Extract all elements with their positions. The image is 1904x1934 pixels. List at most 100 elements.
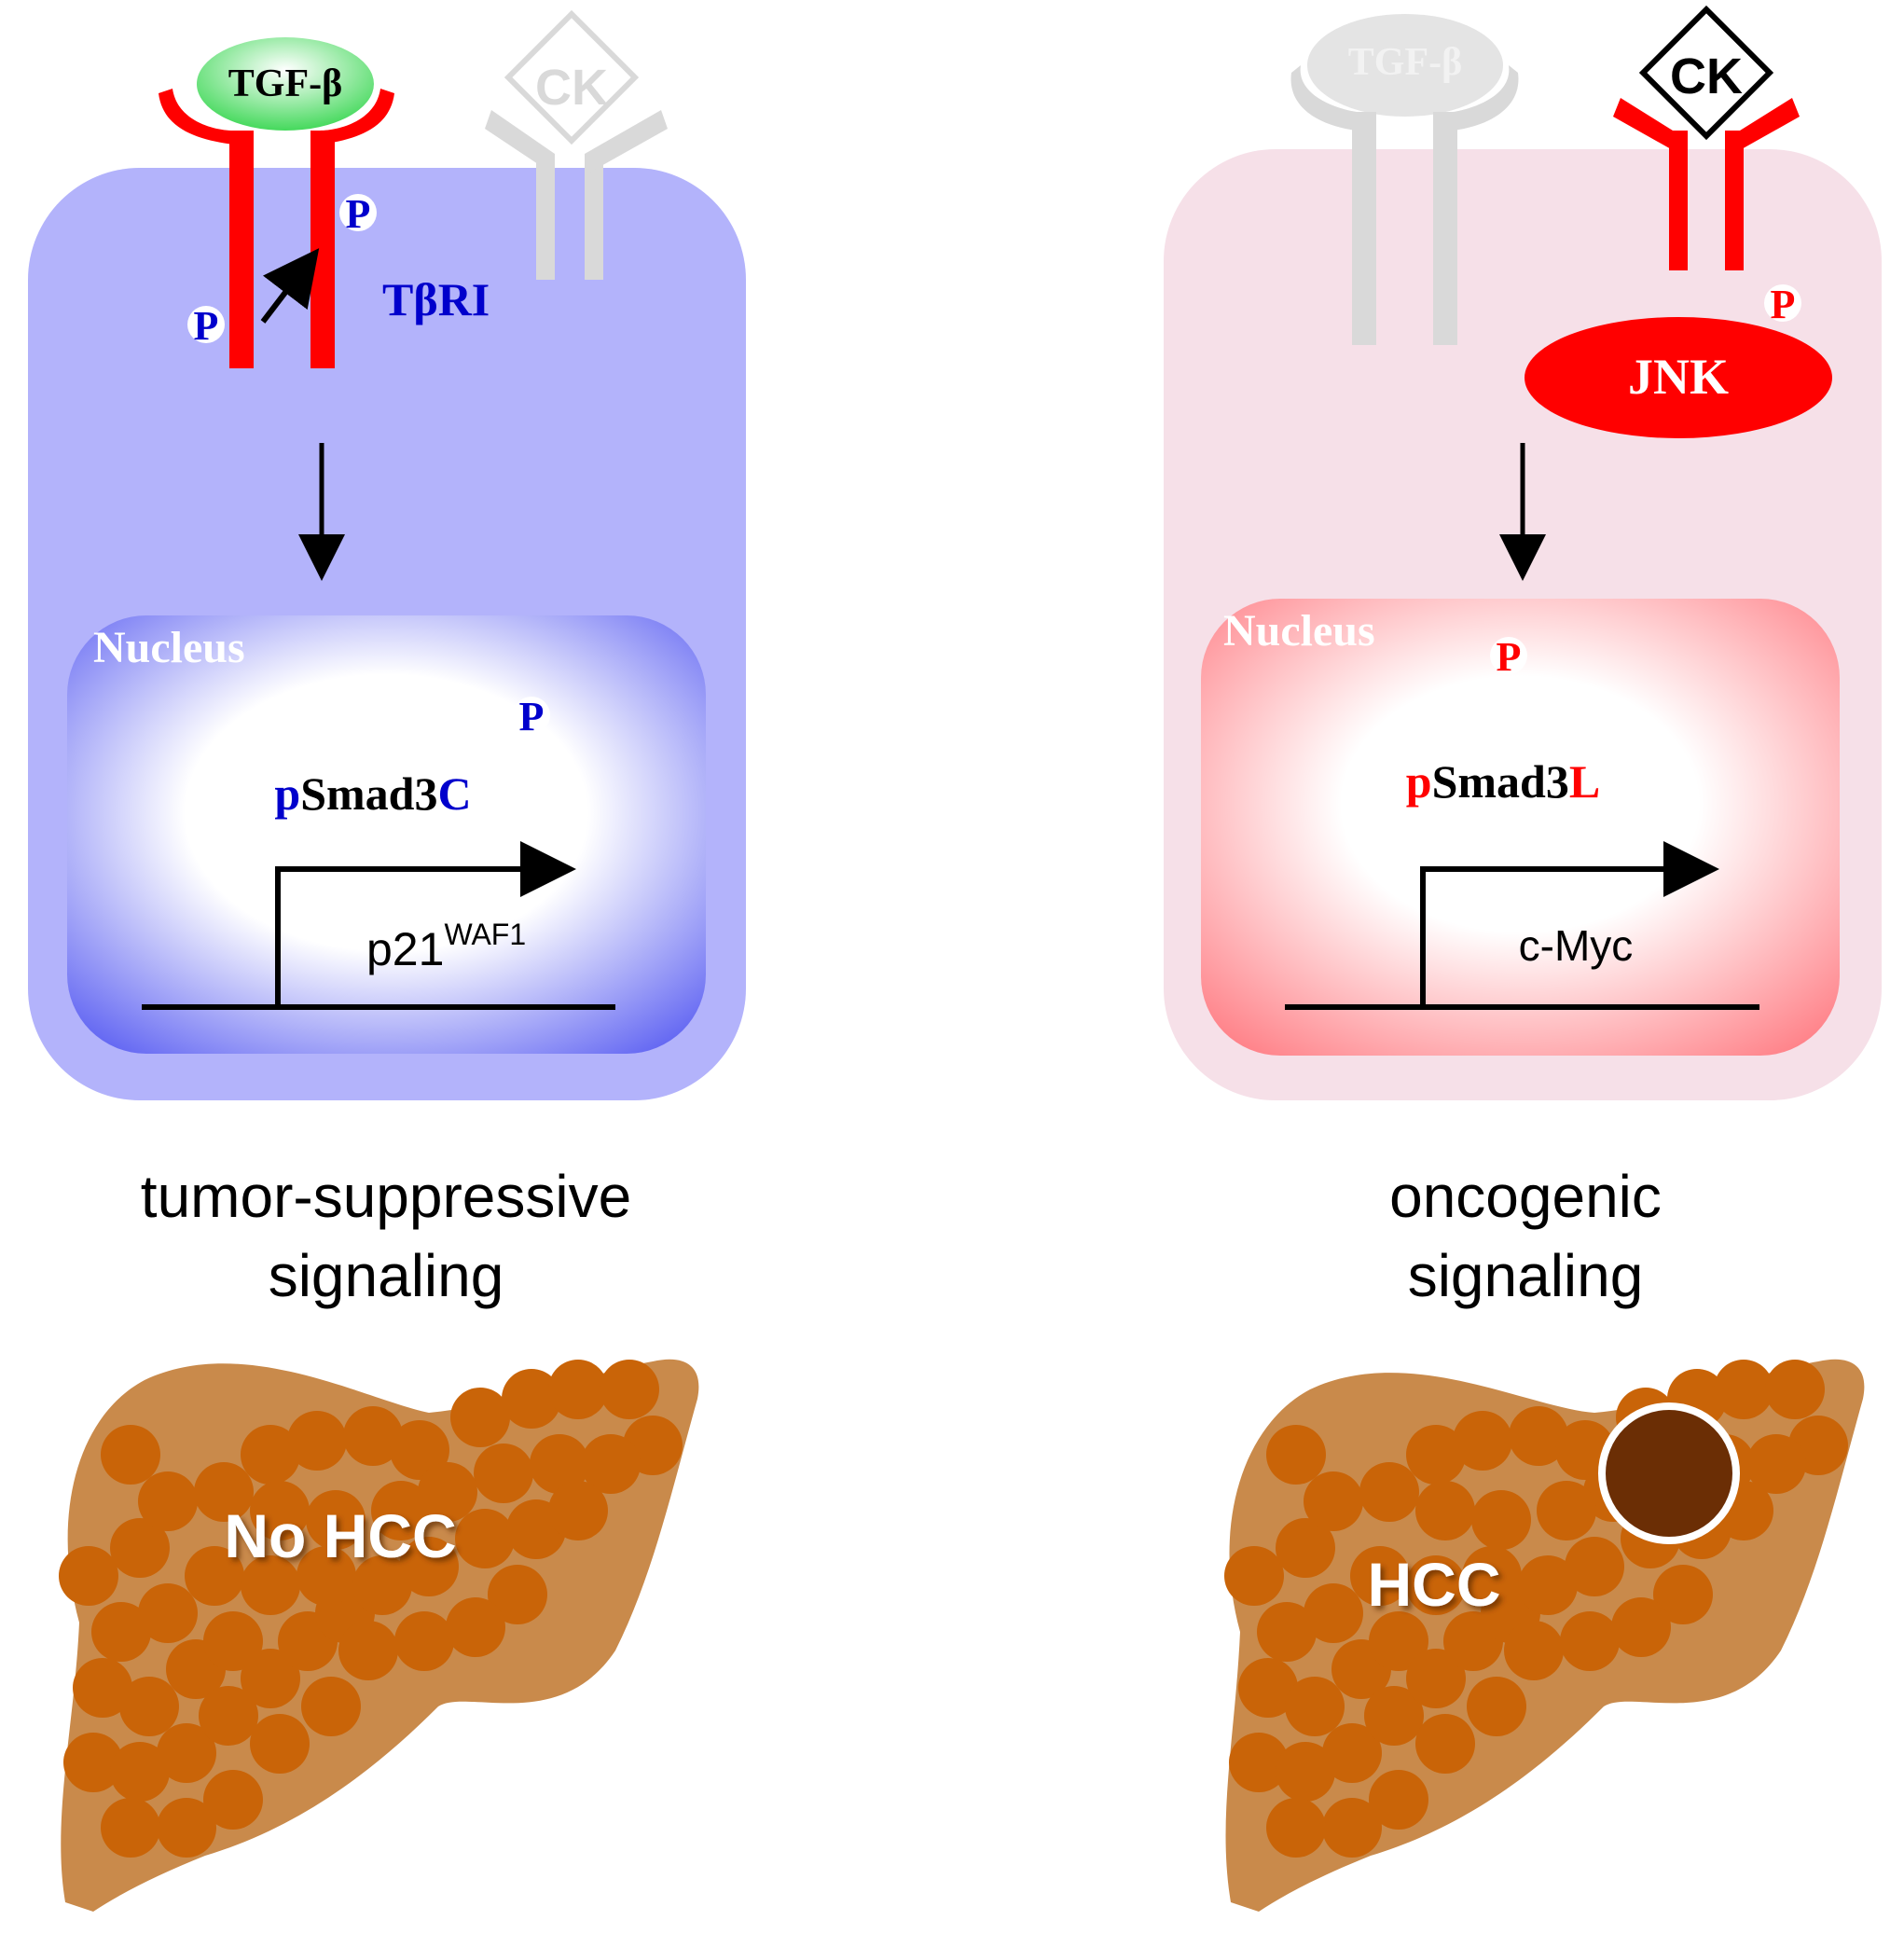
liver-lobule [101,1425,160,1485]
liver-lobule [418,1462,477,1522]
liver-lobule [1229,1733,1289,1792]
liver-lobule [1471,1490,1531,1550]
liver-lobule [203,1770,263,1830]
right-nucleus-label: Nucleus [1223,606,1375,656]
left-ck-label: CK [535,60,608,116]
liver-lobule [73,1658,132,1718]
left-tgf-receptor [159,89,394,368]
liver-lobule [474,1444,533,1503]
liver-lobule [138,1471,198,1531]
liver-lobule [241,1649,300,1708]
liver-lobule [488,1565,547,1624]
liver-lobule [502,1369,561,1429]
left-liver: No HCC [59,1359,699,1912]
left-liver-lobules [59,1360,683,1858]
right-tumor [1598,1402,1740,1544]
right-tgf-receptor-inactive: TGF-β [1290,14,1519,345]
right-liver-label: HCC [1368,1550,1501,1619]
right-nucleus [1201,599,1840,1056]
liver-lobule [101,1798,160,1858]
left-liver-label: No HCC [224,1501,456,1570]
liver-lobule [394,1611,454,1671]
liver-lobule [110,1518,170,1578]
liver-lobule [450,1388,510,1447]
right-ck-receptor: CK [1613,5,1800,270]
liver-lobule [199,1686,258,1746]
liver-lobule [250,1481,310,1540]
liver-lobule [250,1714,310,1774]
left-tgf-label: TGF-β [228,62,342,105]
liver-lobule [1415,1481,1475,1540]
liver-lobule [1746,1434,1806,1494]
liver-lobule [1560,1611,1620,1671]
right-transcription-arrow [1420,841,1719,1007]
left-autophospho-arrow [260,248,320,324]
liver-lobule [343,1406,403,1466]
liver-lobule [1653,1565,1713,1624]
svg-text:P: P [519,694,545,739]
liver-lobule [1509,1406,1568,1466]
left-tgf-ligand [197,37,374,131]
liver-lobule [1304,1583,1363,1643]
right-caption-line2: signaling [1408,1242,1644,1309]
liver-lobule [1369,1770,1428,1830]
liver-lobule [446,1597,505,1657]
liver-lobule [1406,1555,1466,1615]
liver-lobule [203,1611,263,1671]
svg-text:P: P [1771,282,1796,327]
liver-lobule [241,1425,300,1485]
liver-lobule [1406,1425,1466,1485]
liver-lobule [1359,1462,1419,1522]
liver-lobule [301,1677,361,1736]
liver-lobule [287,1411,347,1471]
svg-text:P: P [346,191,371,237]
left-nucleus-phospho: P [513,694,550,739]
right-jnk-label: JNK [1628,349,1729,405]
right-ck-label: CK [1670,48,1743,104]
left-nucleus-label: Nucleus [93,623,245,672]
left-gene-label: p21WAF1 [366,918,526,975]
liver-lobule [1765,1360,1825,1419]
liver-lobule [352,1555,412,1615]
liver-lobule [548,1360,608,1419]
right-tgf-label: TGF-β [1348,41,1462,84]
liver-lobule [548,1481,608,1540]
right-smad-label: pSmad3L [1406,755,1600,808]
liver-lobule [1238,1658,1298,1718]
liver-lobule [119,1677,179,1736]
left-panel: CK TGF-β P P TβRI Nucleus P [28,9,746,1912]
liver-lobule [455,1509,515,1568]
liver-lobule [1285,1677,1345,1736]
right-caption-line1: oncogenic [1389,1163,1662,1230]
liver-lobule [1322,1723,1382,1783]
liver-lobule [1257,1602,1317,1662]
liver-lobule [1611,1597,1671,1657]
liver-lobule [110,1742,170,1802]
liver-lobule [138,1583,198,1643]
liver-lobule [1467,1677,1526,1736]
right-panel: TGF-β CK JNK P Nucleus P pSmad3L [1164,5,1882,1912]
left-receptor-phospho-2: P [187,303,225,349]
liver-lobule [1364,1686,1424,1746]
liver-lobule [306,1490,366,1550]
left-caption-line1: tumor-suppressive [141,1163,631,1230]
left-receptor-phospho-1: P [339,191,377,237]
right-jnk [1525,317,1832,438]
right-nucleus-phospho: P [1490,634,1527,680]
liver-lobule [63,1733,123,1792]
svg-text:P: P [194,303,219,349]
liver-lobule [1415,1714,1475,1774]
liver-lobule [1462,1546,1522,1606]
liver-lobule [371,1481,431,1540]
liver-lobule [1504,1621,1564,1680]
liver-lobule [1350,1546,1410,1606]
liver-lobule [297,1546,356,1606]
liver-lobule [185,1546,244,1606]
left-receptor-label: TβRI [382,273,490,325]
liver-lobule [1266,1425,1326,1485]
liver-lobule [1304,1471,1363,1531]
liver-lobule [194,1462,254,1522]
liver-lobule [1322,1798,1382,1858]
liver-lobule [1369,1611,1428,1671]
